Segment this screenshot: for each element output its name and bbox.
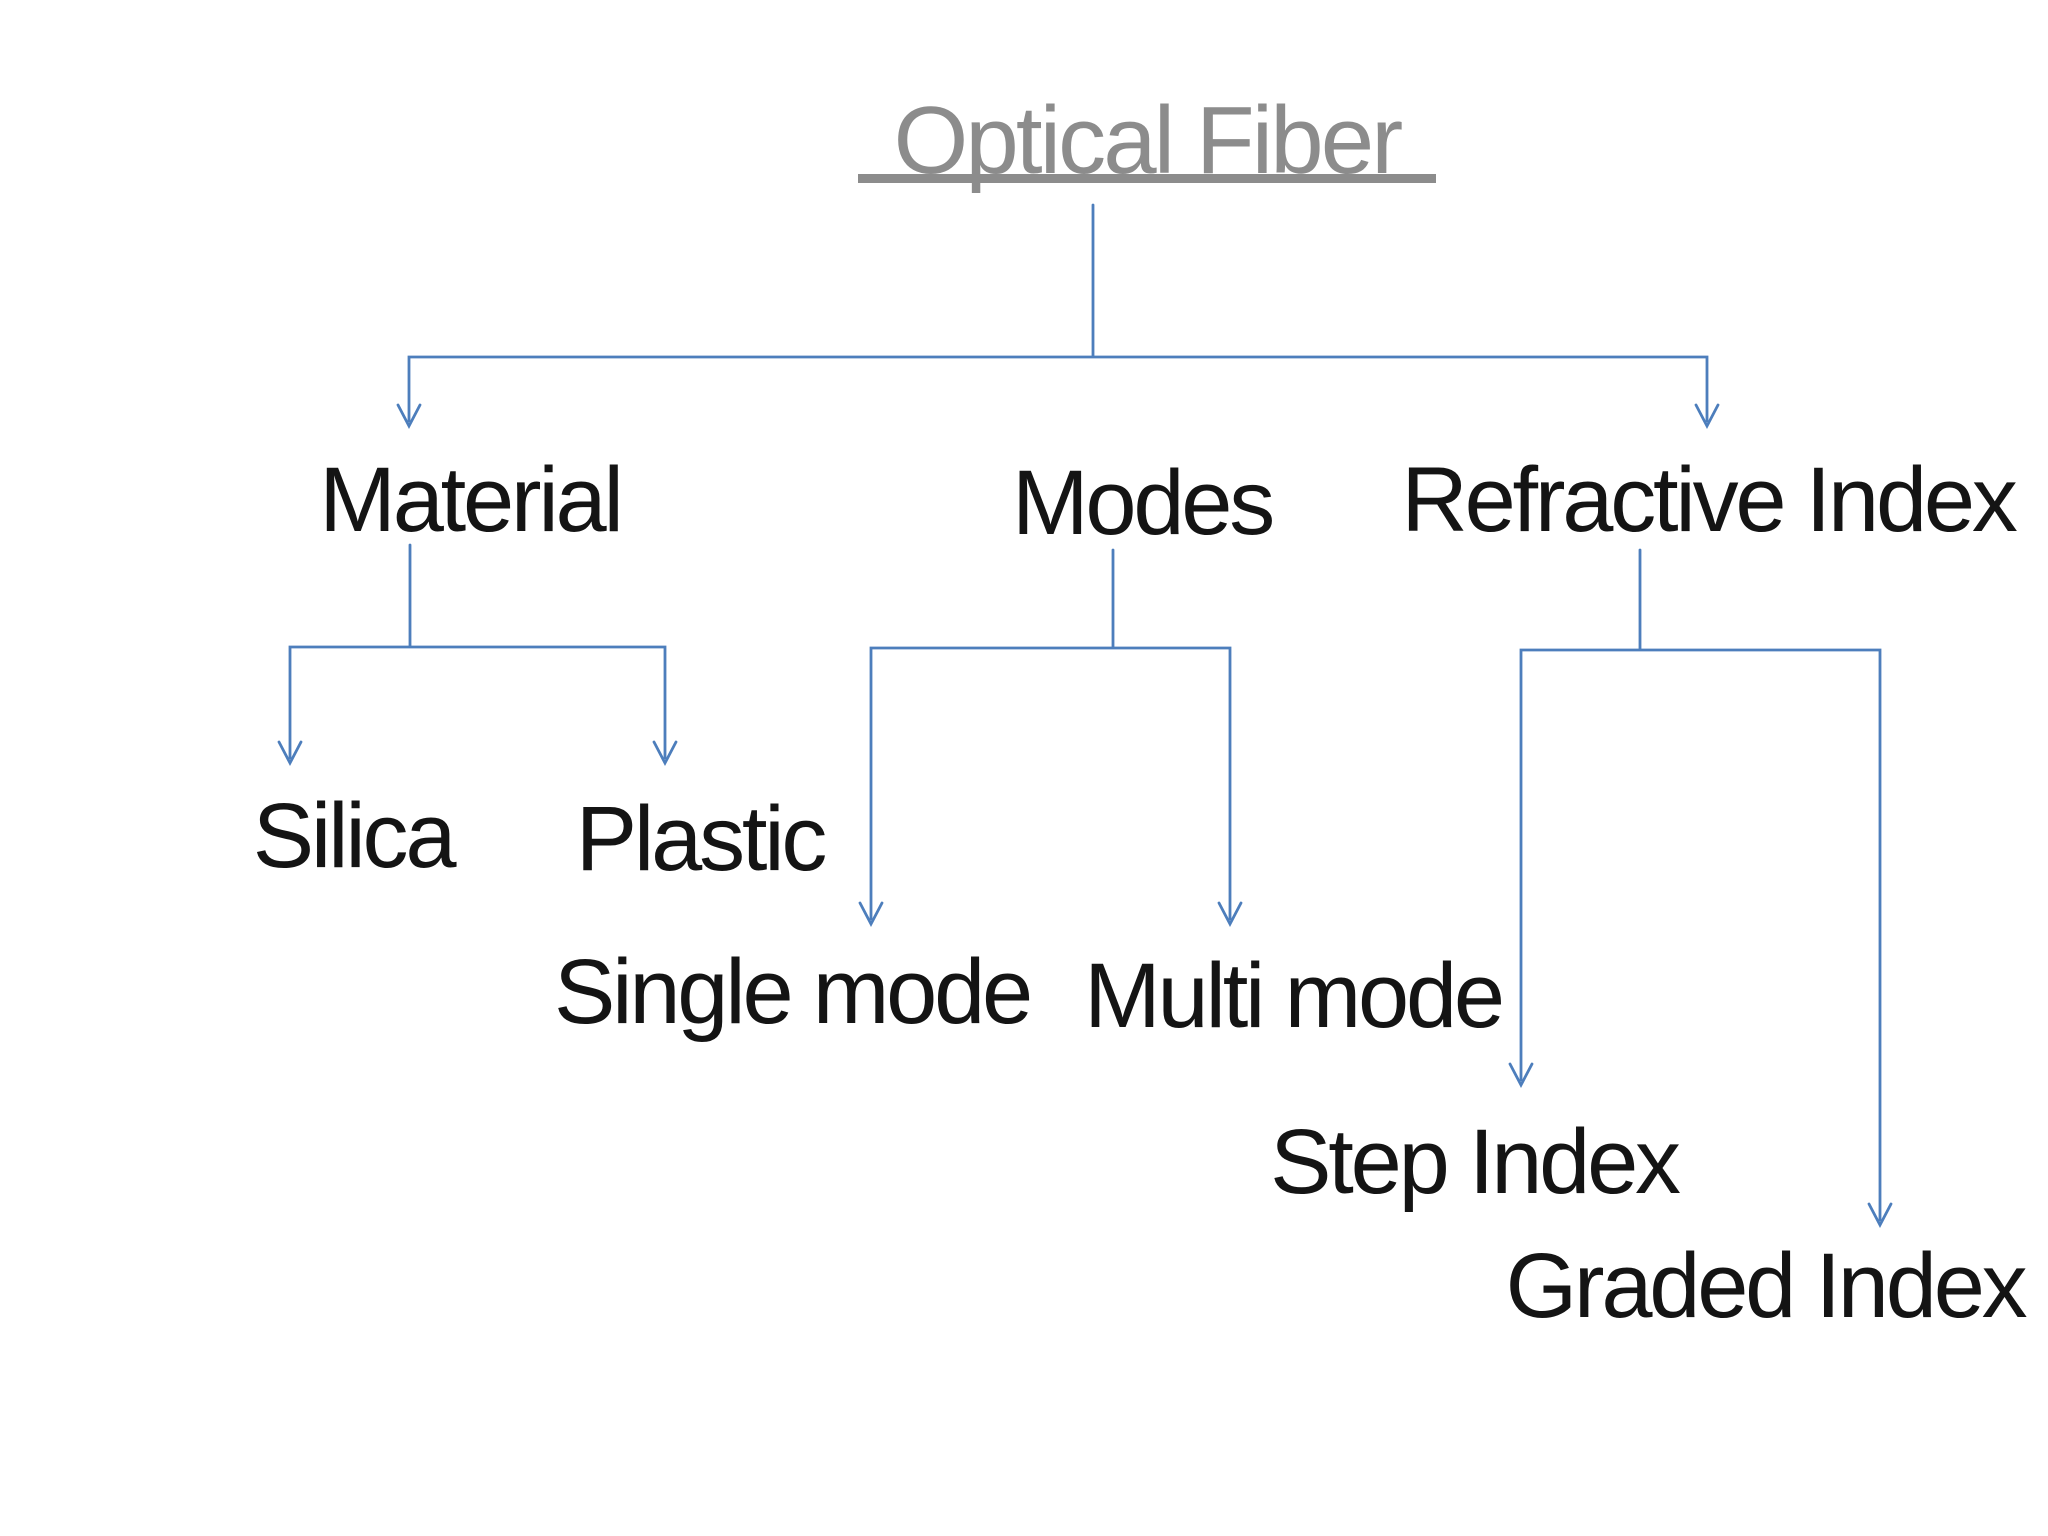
node-label-refractive-index: Refractive Index (1401, 449, 2017, 551)
node-label-material: Material (319, 449, 624, 551)
leaf-label-single-mode: Single mode (553, 941, 1033, 1043)
node-label-modes: Modes (1011, 452, 1275, 554)
root-connector-line (407, 203, 1709, 423)
diagram-title: Optical Fiber (893, 87, 1404, 194)
leaf-label-graded-index: Graded Index (1505, 1235, 2028, 1337)
arrowhead-to-refractive-index (1694, 403, 1720, 430)
arrowhead-to-step-index (1508, 1062, 1534, 1089)
leaf-label-step-index: Step Index (1270, 1111, 1681, 1213)
leaf-label-multi-mode: Multi mode (1084, 945, 1505, 1047)
arrowhead-to-single-mode (858, 901, 884, 928)
refractive-connector-line (1519, 548, 1882, 1222)
arrowhead-to-multi-mode (1217, 901, 1243, 928)
arrowhead-to-silica (277, 740, 303, 767)
modes-connector-line (869, 548, 1232, 921)
title-underline (858, 174, 1436, 183)
arrowhead-to-plastic (652, 740, 678, 767)
arrowhead-to-graded-index (1867, 1202, 1893, 1229)
leaf-label-silica: Silica (252, 785, 457, 887)
arrowhead-to-material (396, 403, 422, 430)
material-connector-line (288, 543, 667, 760)
leaf-label-plastic: Plastic (575, 788, 828, 890)
